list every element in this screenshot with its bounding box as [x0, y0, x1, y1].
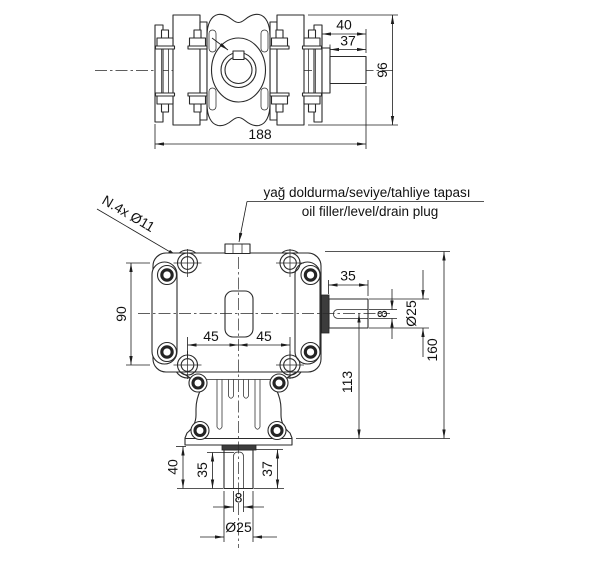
- dim-8-side: 8: [374, 310, 390, 318]
- right-bolt-pad: [294, 261, 321, 365]
- front-view: [138, 243, 390, 548]
- cooling-fin: [254, 379, 261, 430]
- dim-40-top: 40: [336, 17, 352, 33]
- front-view-dimensions: 90 45 45 35 8 Ø25 113 160: [113, 251, 450, 542]
- bottom-shaft-seal: [221, 444, 257, 451]
- mounting-hole: [276, 249, 304, 277]
- dim-113: 113: [339, 371, 355, 394]
- cooling-fin: [243, 379, 249, 399]
- left-outer-plate: [154, 24, 164, 123]
- top-view-dimensions: 40 37 96 188: [154, 14, 398, 149]
- top-view: [95, 13, 393, 127]
- dim-35-side: 35: [340, 268, 356, 284]
- dim-40-bottom: 40: [165, 459, 181, 475]
- input-bore-keyway: [232, 50, 245, 61]
- cooling-fin: [228, 379, 234, 399]
- dim-45-left: 45: [203, 328, 219, 344]
- oil-plug-callout: yağ doldurma/seviye/tahliye tapası oil f…: [238, 185, 484, 243]
- body-slot: [208, 87, 217, 111]
- inspection-window: [224, 290, 254, 338]
- callout-leader-line: [238, 201, 248, 243]
- top-view-bolts: [154, 29, 323, 113]
- input-bore: [224, 55, 253, 85]
- body-slot: [260, 87, 269, 111]
- dim-8-bottom: 8: [235, 490, 243, 506]
- body-slot: [260, 29, 269, 53]
- cover-bolts: [156, 264, 321, 441]
- dim-45-right: 45: [256, 328, 272, 344]
- dim-dia25-bottom: Ø25: [225, 519, 252, 535]
- left-bolt-pad: [151, 261, 178, 365]
- mounting-hole: [173, 249, 202, 277]
- mounting-holes-leader: [96, 208, 178, 257]
- dim-37-bottom: 37: [259, 461, 275, 477]
- dim-96: 96: [374, 62, 390, 78]
- callout-text-english: oil filler/level/drain plug: [302, 204, 439, 219]
- dim-35-bottom: 35: [194, 462, 210, 478]
- input-shaft: [329, 55, 367, 85]
- oil-plug: [224, 243, 251, 255]
- side-shaft-seal: [321, 294, 330, 334]
- dim-160: 160: [424, 338, 440, 362]
- keyway-leader-arrow: [211, 37, 229, 51]
- dim-188: 188: [248, 126, 272, 142]
- callout-text-turkish: yağ doldurma/seviye/tahliye tapası: [263, 185, 470, 200]
- dim-37-top: 37: [340, 33, 356, 49]
- dim-90: 90: [113, 306, 129, 322]
- dim-dia25-side: Ø25: [403, 300, 419, 327]
- shaft-seal-boss-top: [321, 47, 331, 94]
- side-shaft-keyway: [333, 309, 368, 319]
- cooling-fin: [216, 379, 223, 430]
- mounting-holes-callout: N.4x Ø11: [96, 192, 178, 257]
- mounting-holes-label: N.4x Ø11: [99, 192, 157, 235]
